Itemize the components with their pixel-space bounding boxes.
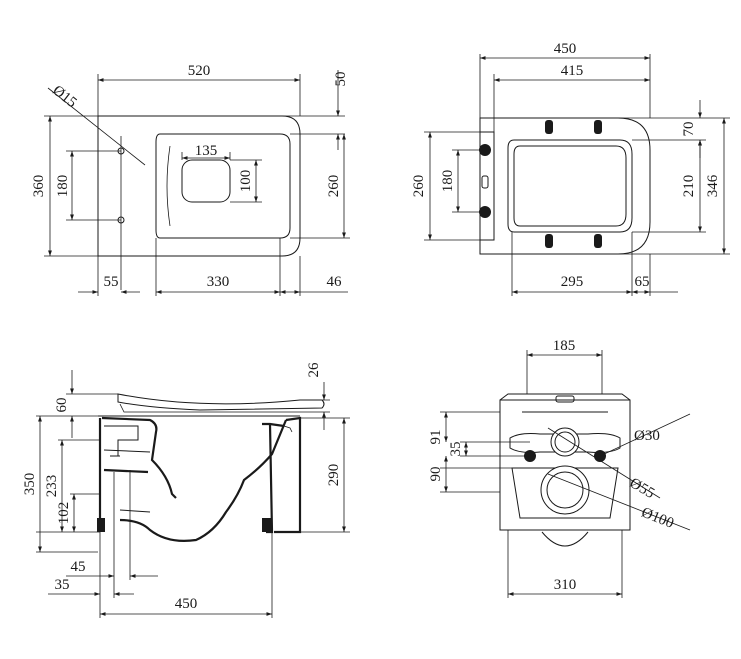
side-view-outline bbox=[97, 393, 325, 542]
dim-bolt-diameter: Ø30 bbox=[634, 428, 660, 444]
dim-bowl-length: 330 bbox=[207, 274, 230, 290]
dim-fixing-spacing: 180 bbox=[55, 175, 71, 198]
dim-opening-width: 210 bbox=[681, 175, 697, 198]
dim-waste-height: 102 bbox=[56, 502, 72, 525]
dim-seat-length: 450 bbox=[554, 41, 577, 57]
dim-overall-width: 360 bbox=[31, 175, 47, 198]
rear-view-outline bbox=[499, 393, 631, 547]
dim-rear-margin: 70 bbox=[681, 122, 697, 137]
dim-rear-offset: 55 bbox=[104, 274, 119, 290]
dim-inner-height: 100 bbox=[238, 170, 254, 193]
dim-bowl-width: 260 bbox=[326, 175, 342, 198]
dim-upper-offset: 91 bbox=[428, 430, 444, 445]
dim-top-offset: 50 bbox=[333, 72, 349, 87]
dim-inner-width: 135 bbox=[195, 143, 218, 159]
dim-outlet-offset: 35 bbox=[55, 577, 70, 593]
dim-outlet-diameter: Ø100 bbox=[639, 505, 676, 532]
seat-view: 450 415 260 180 70 210 346 bbox=[411, 41, 730, 296]
dim-front-margin: 65 bbox=[635, 274, 650, 290]
dim-overall-width-seat: 346 bbox=[705, 174, 721, 197]
side-view-dimensions: 26 60 350 233 102 290 bbox=[22, 362, 350, 618]
dim-base-width: 310 bbox=[554, 577, 577, 593]
dim-bolt-spacing: 35 bbox=[448, 442, 464, 457]
dim-outlet-depth: 45 bbox=[71, 559, 86, 575]
dim-overall-depth: 450 bbox=[175, 596, 198, 612]
dim-overall-height: 350 bbox=[22, 473, 38, 496]
dim-overall-length: 520 bbox=[188, 63, 211, 79]
dim-seat-thickness: 26 bbox=[306, 362, 322, 378]
dim-seat-width: 260 bbox=[411, 175, 427, 198]
dim-inlet-diameter: Ø55 bbox=[627, 475, 657, 502]
rear-view: 185 91 35 90 Ø30 Ø55 Ø100 310 bbox=[428, 338, 691, 598]
top-view: 520 Ø15 50 360 180 135 100 bbox=[31, 63, 350, 296]
dim-seat-height: 60 bbox=[54, 398, 70, 413]
seat-view-outline bbox=[479, 117, 651, 255]
top-view-dimensions: 520 Ø15 50 360 180 135 100 bbox=[31, 63, 350, 296]
dim-bowl-height: 290 bbox=[326, 464, 342, 487]
dim-fixing-hole-diameter: Ø15 bbox=[49, 83, 79, 112]
dim-seat-inner-length: 415 bbox=[561, 63, 584, 79]
side-view: 26 60 350 233 102 290 bbox=[22, 362, 350, 618]
seat-view-dimensions: 450 415 260 180 70 210 346 bbox=[411, 41, 730, 296]
dim-outlet-height: 233 bbox=[44, 475, 60, 498]
dim-opening-length: 295 bbox=[561, 274, 584, 290]
dim-lower-offset: 90 bbox=[428, 467, 444, 482]
dim-top-width: 185 bbox=[553, 338, 576, 354]
dim-front-offset: 46 bbox=[327, 274, 343, 290]
dim-hinge-spacing: 180 bbox=[440, 170, 456, 193]
